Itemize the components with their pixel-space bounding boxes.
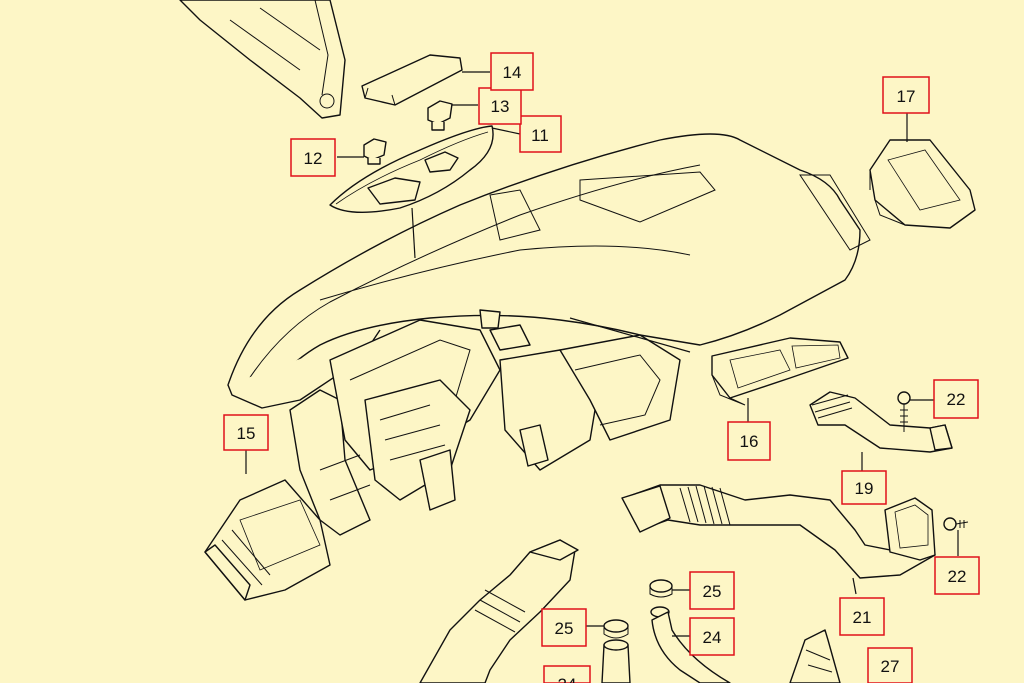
part-21-duct [621,484,936,579]
svg-text:22: 22 [948,567,967,586]
callout-16: 16 [727,421,771,461]
svg-text:21: 21 [853,608,872,627]
svg-text:12: 12 [304,149,323,168]
callout-17: 17 [882,76,930,114]
part-11-speaker-cover [329,125,494,214]
part-25-cap-right [649,579,673,598]
dashboard-lower-structure [289,309,681,536]
part-17-right-vent [869,139,976,229]
part-16-center-vent [711,337,849,406]
callout-15: 15 [223,414,269,451]
part-24-tube-left [601,639,631,683]
svg-text:24: 24 [703,628,722,647]
callout-22-upper: 22 [933,379,979,419]
callout-12: 12 [290,138,336,177]
callout-21: 21 [839,597,885,636]
part-19-duct [809,391,953,453]
svg-text:16: 16 [740,432,759,451]
callout-11: 11 [519,115,562,153]
callout-25-right: 25 [689,571,735,610]
part-14-grille-panel [361,54,463,106]
pillar-trim-part [179,0,346,119]
leader-lines [245,71,959,683]
callout-27: 27 [867,647,913,683]
svg-text:17: 17 [897,87,916,106]
svg-text:14: 14 [503,63,522,82]
callout-24-partial: 24 [543,665,591,683]
svg-text:13: 13 [491,97,510,116]
part-12-clip [363,138,387,165]
part-13-clip [427,100,453,131]
part-22-screw-lower [943,517,969,531]
part-25-cap-left [603,619,629,639]
svg-text:25: 25 [703,582,722,601]
svg-text:22: 22 [947,390,966,409]
part-15-left-vent [204,479,331,601]
callout-25-left: 25 [541,608,587,647]
callout-14: 14 [490,52,534,91]
svg-text:15: 15 [237,424,256,443]
callout-22-lower: 22 [934,556,980,595]
svg-text:25: 25 [555,619,574,638]
svg-text:24: 24 [558,675,577,683]
callout-13: 13 [478,87,522,125]
svg-text:19: 19 [855,479,874,498]
bottom-left-duct [419,539,579,683]
part-22-screw-upper [897,391,911,432]
svg-text:27: 27 [881,657,900,676]
callout-24: 24 [689,617,735,656]
callout-19: 19 [841,470,887,505]
svg-text:11: 11 [531,126,549,145]
part-27-bracket [789,629,841,683]
